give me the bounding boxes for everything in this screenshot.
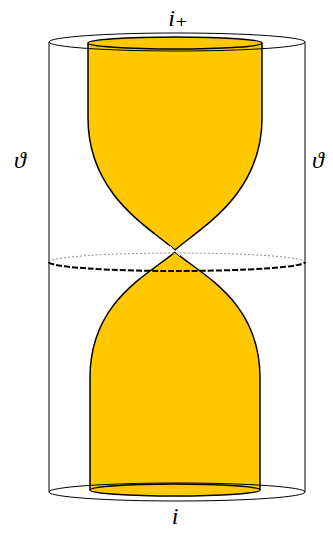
infinity-label: i: [172, 504, 179, 528]
upper-cap: [88, 37, 262, 49]
pinch-highlight: [170, 246, 180, 256]
boundary-label: ϑ: [312, 148, 324, 172]
lower-cap: [90, 484, 260, 496]
front-slice: [49, 262, 305, 271]
lower-region: [90, 252, 260, 490]
cylinder-side: [49, 42, 50, 492]
cylinder-side: [305, 42, 306, 492]
upper-boundary: [88, 43, 262, 250]
back-slice: [49, 253, 305, 262]
top-rim: [49, 33, 305, 51]
bottom-rim: [49, 483, 305, 501]
lower-boundary: [90, 252, 260, 490]
boundary-label: ϑ: [14, 148, 26, 172]
upper-region: [88, 43, 262, 250]
infinity-label: i₊: [168, 6, 187, 30]
